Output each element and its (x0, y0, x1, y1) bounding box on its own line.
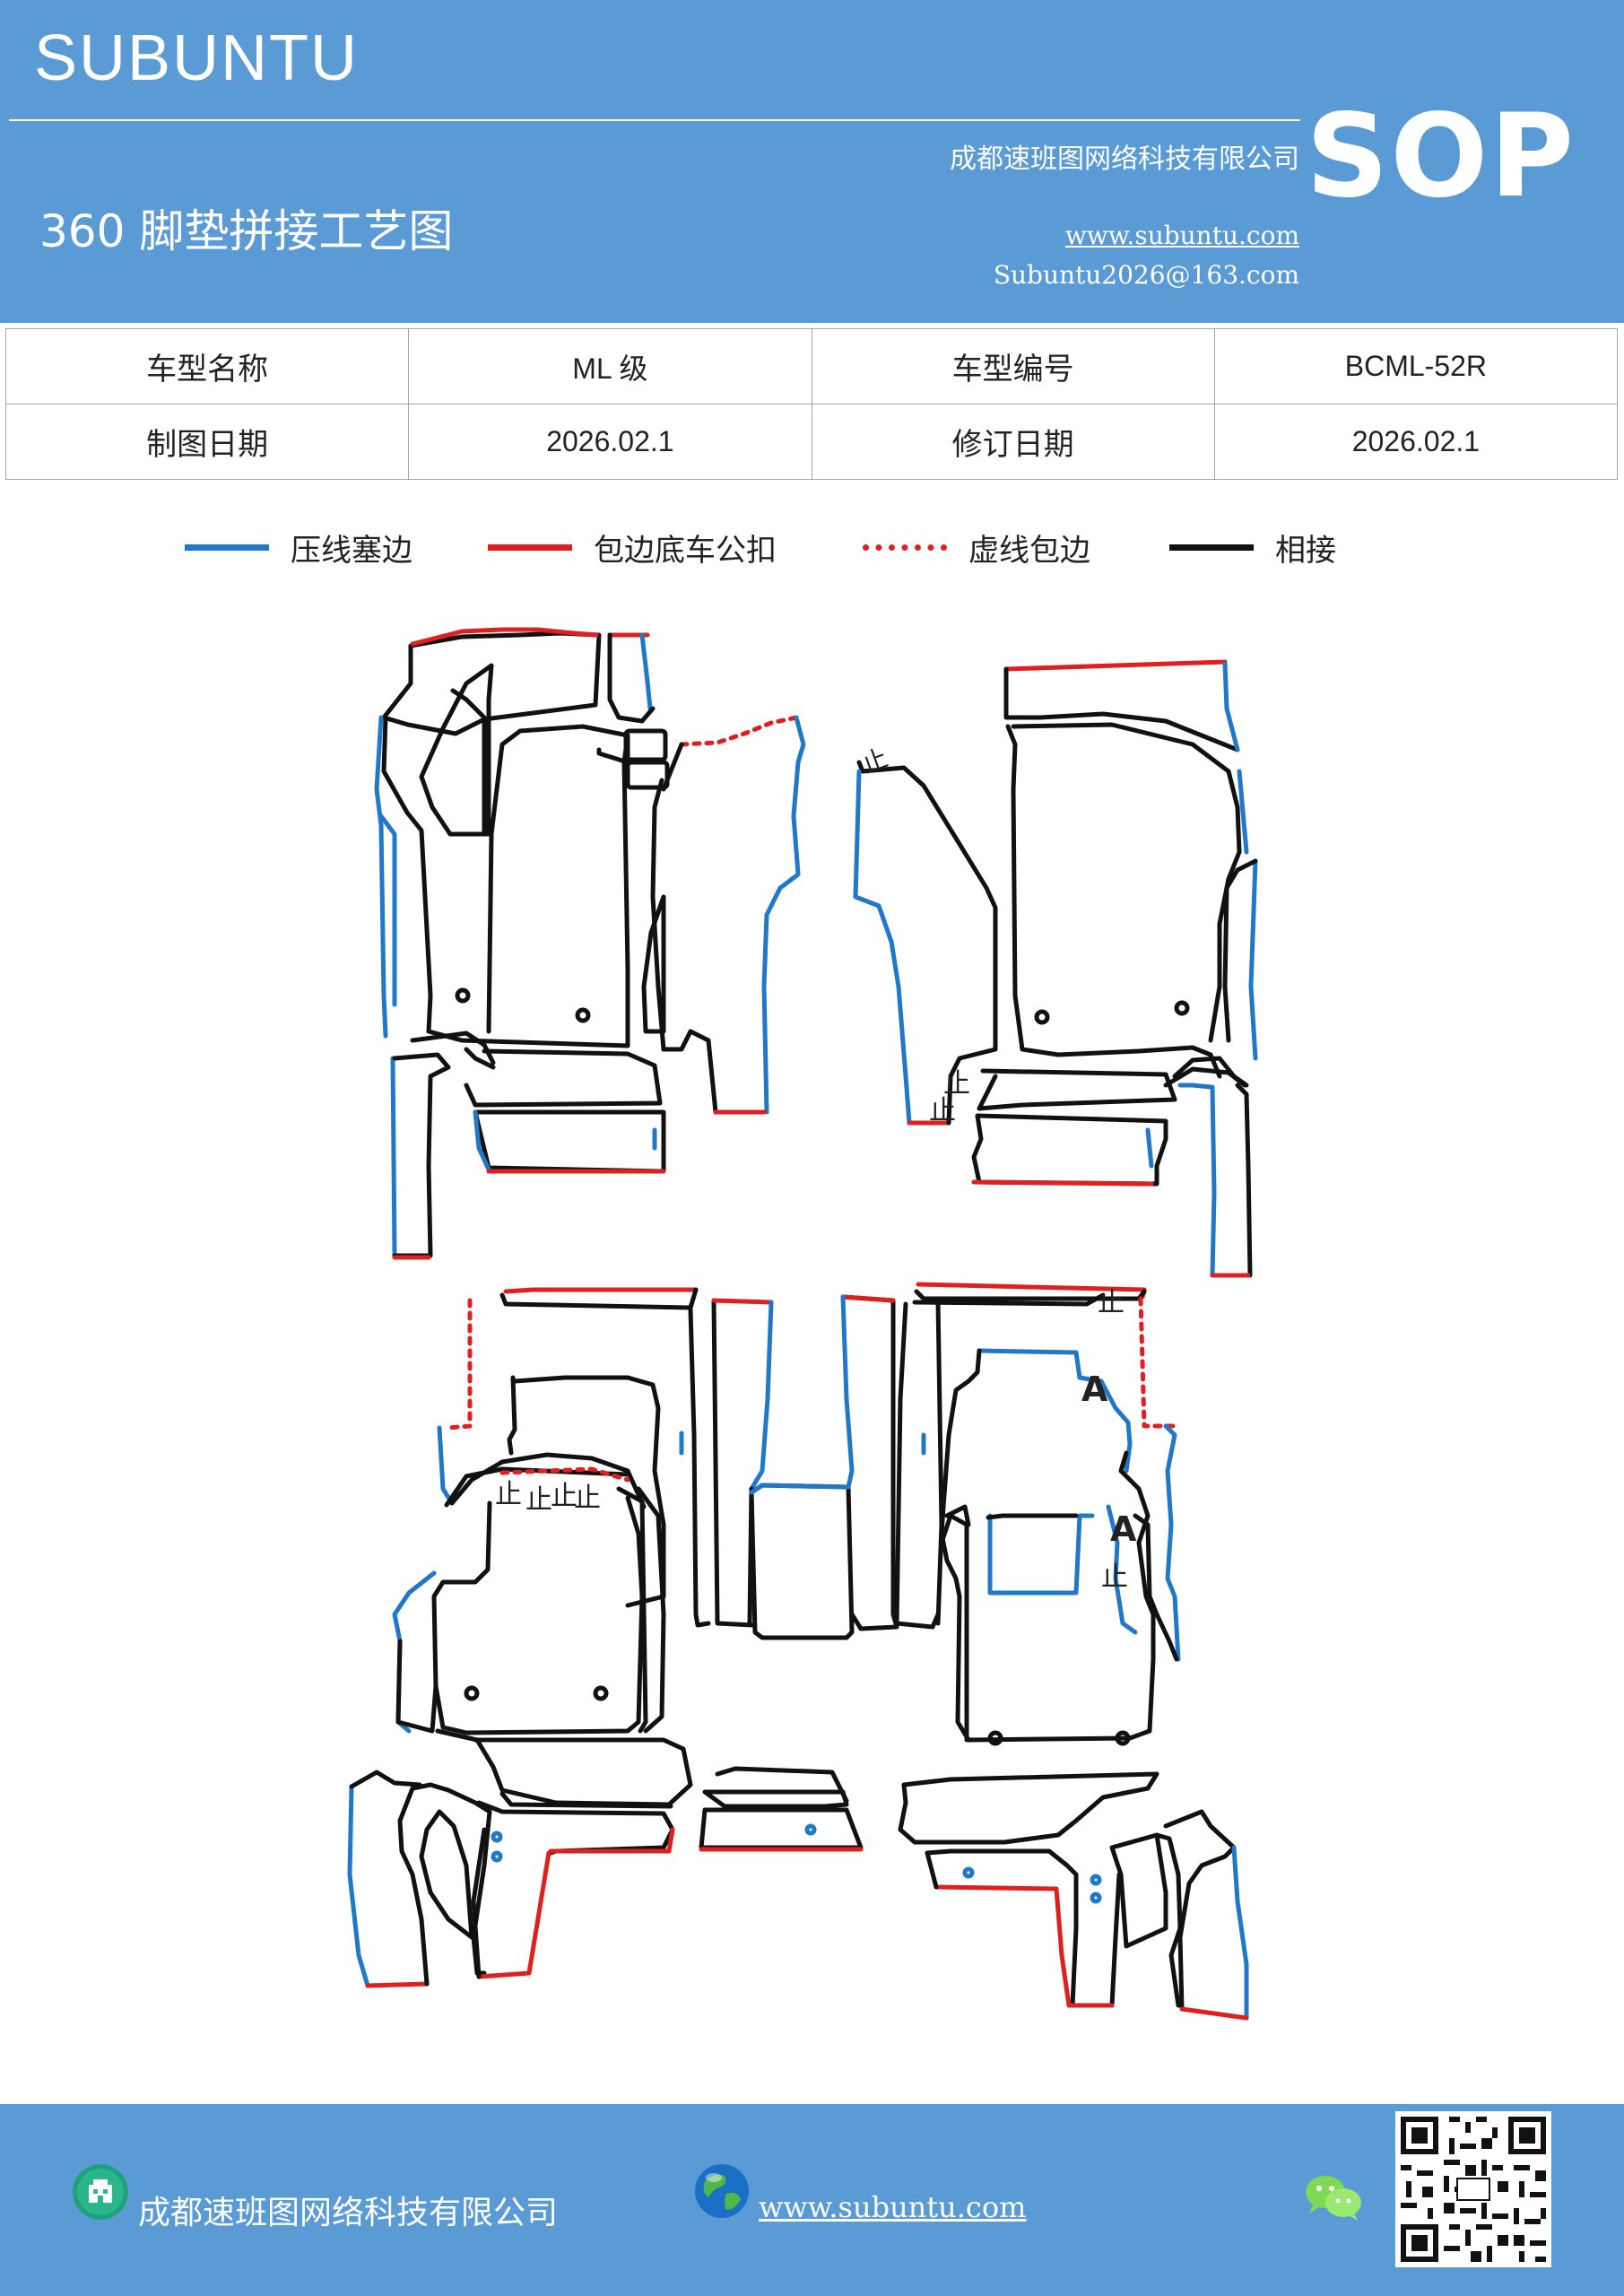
legend-label: 压线塞边 (291, 532, 413, 569)
model-name-value: ML 级 (408, 328, 812, 404)
match-mark: A (1110, 1509, 1137, 1549)
wechat-icon[interactable] (1302, 2170, 1365, 2224)
sop-badge: SOP (1306, 90, 1576, 223)
building-icon (73, 2164, 128, 2220)
info-table: 车型名称 ML 级 车型编号 BCML-52R 制图日期 2026.02.1 修… (4, 328, 1619, 480)
legend-item-press-edge: 压线塞边 (185, 520, 413, 574)
page-title: 360 脚垫拼接工艺图 (39, 205, 454, 257)
stop-mark: 止 (551, 1481, 578, 1512)
mat-rear-center (699, 1282, 1147, 1852)
mat-rear-left (347, 1287, 774, 1988)
revise-date-value: 2026.02.1 (1213, 404, 1619, 480)
qr-code[interactable] (1395, 2111, 1551, 2267)
header-email[interactable]: Subuntu2026@163.com (993, 260, 1299, 290)
header-website-link[interactable]: www.subuntu.com (1064, 221, 1299, 250)
stop-mark: 止 (574, 1483, 601, 1514)
legend-label: 虚线包边 (968, 532, 1090, 569)
stop-mark: 止 (1098, 1287, 1125, 1318)
legend-item-dotted-edge: 虚线包边 (863, 520, 1090, 574)
match-mark: A (1081, 1370, 1108, 1409)
mat-front-left (374, 627, 806, 1260)
stop-mark: 止 (858, 743, 892, 779)
stop-mark: 止 (1101, 1561, 1128, 1593)
table-row: 车型名称 ML 级 车型编号 BCML-52R (4, 328, 1619, 404)
footer-website-link[interactable]: www.subuntu.com (759, 2190, 1027, 2224)
footer-company: 成都速班图网络科技有限公司 (138, 2195, 559, 2231)
legend-label: 包边底车公扣 (594, 532, 777, 569)
model-name-label: 车型名称 (4, 328, 410, 404)
header-banner: SUBUNTU 成都速班图网络科技有限公司 360 脚垫拼接工艺图 www.su… (0, 0, 1624, 323)
header-company: 成都速班图网络科技有限公司 (950, 144, 1299, 175)
stop-mark: 止 (929, 1095, 956, 1126)
stop-mark: 止 (943, 1068, 970, 1100)
legend-swatch-black (1169, 544, 1254, 551)
globe-icon (695, 2164, 749, 2218)
legend-item-wrap-edge: 包边底车公扣 (488, 520, 777, 574)
legend-item-joint: 相接 (1169, 520, 1336, 574)
legend-swatch-red (488, 544, 572, 551)
draw-date-label: 制图日期 (4, 404, 410, 480)
model-code-value: BCML-52R (1213, 328, 1619, 404)
brand-name: SUBUNTU (34, 22, 360, 94)
revise-date-label: 修订日期 (811, 404, 1215, 480)
model-code-label: 车型编号 (811, 328, 1215, 404)
footer-banner: 成都速班图网络科技有限公司 www.subuntu.com (0, 2104, 1624, 2296)
draw-date-value: 2026.02.1 (408, 404, 812, 480)
stop-mark: 止 (525, 1484, 552, 1516)
mat-front-right (853, 659, 1258, 1278)
mat-rear-right (898, 1289, 1249, 2021)
mat-layout-drawing: 止 止 止 止 止 止 止 止 止 A A (347, 627, 1258, 2021)
table-row: 制图日期 2026.02.1 修订日期 2026.02.1 (4, 404, 1619, 480)
stop-mark: 止 (495, 1479, 522, 1510)
legend: 压线塞边 包边底车公扣 虚线包边 相接 (0, 520, 1624, 574)
legend-swatch-blue (185, 544, 269, 551)
legend-label: 相接 (1275, 532, 1336, 569)
header-divider (9, 119, 1300, 121)
legend-swatch-red-dotted (863, 544, 947, 551)
